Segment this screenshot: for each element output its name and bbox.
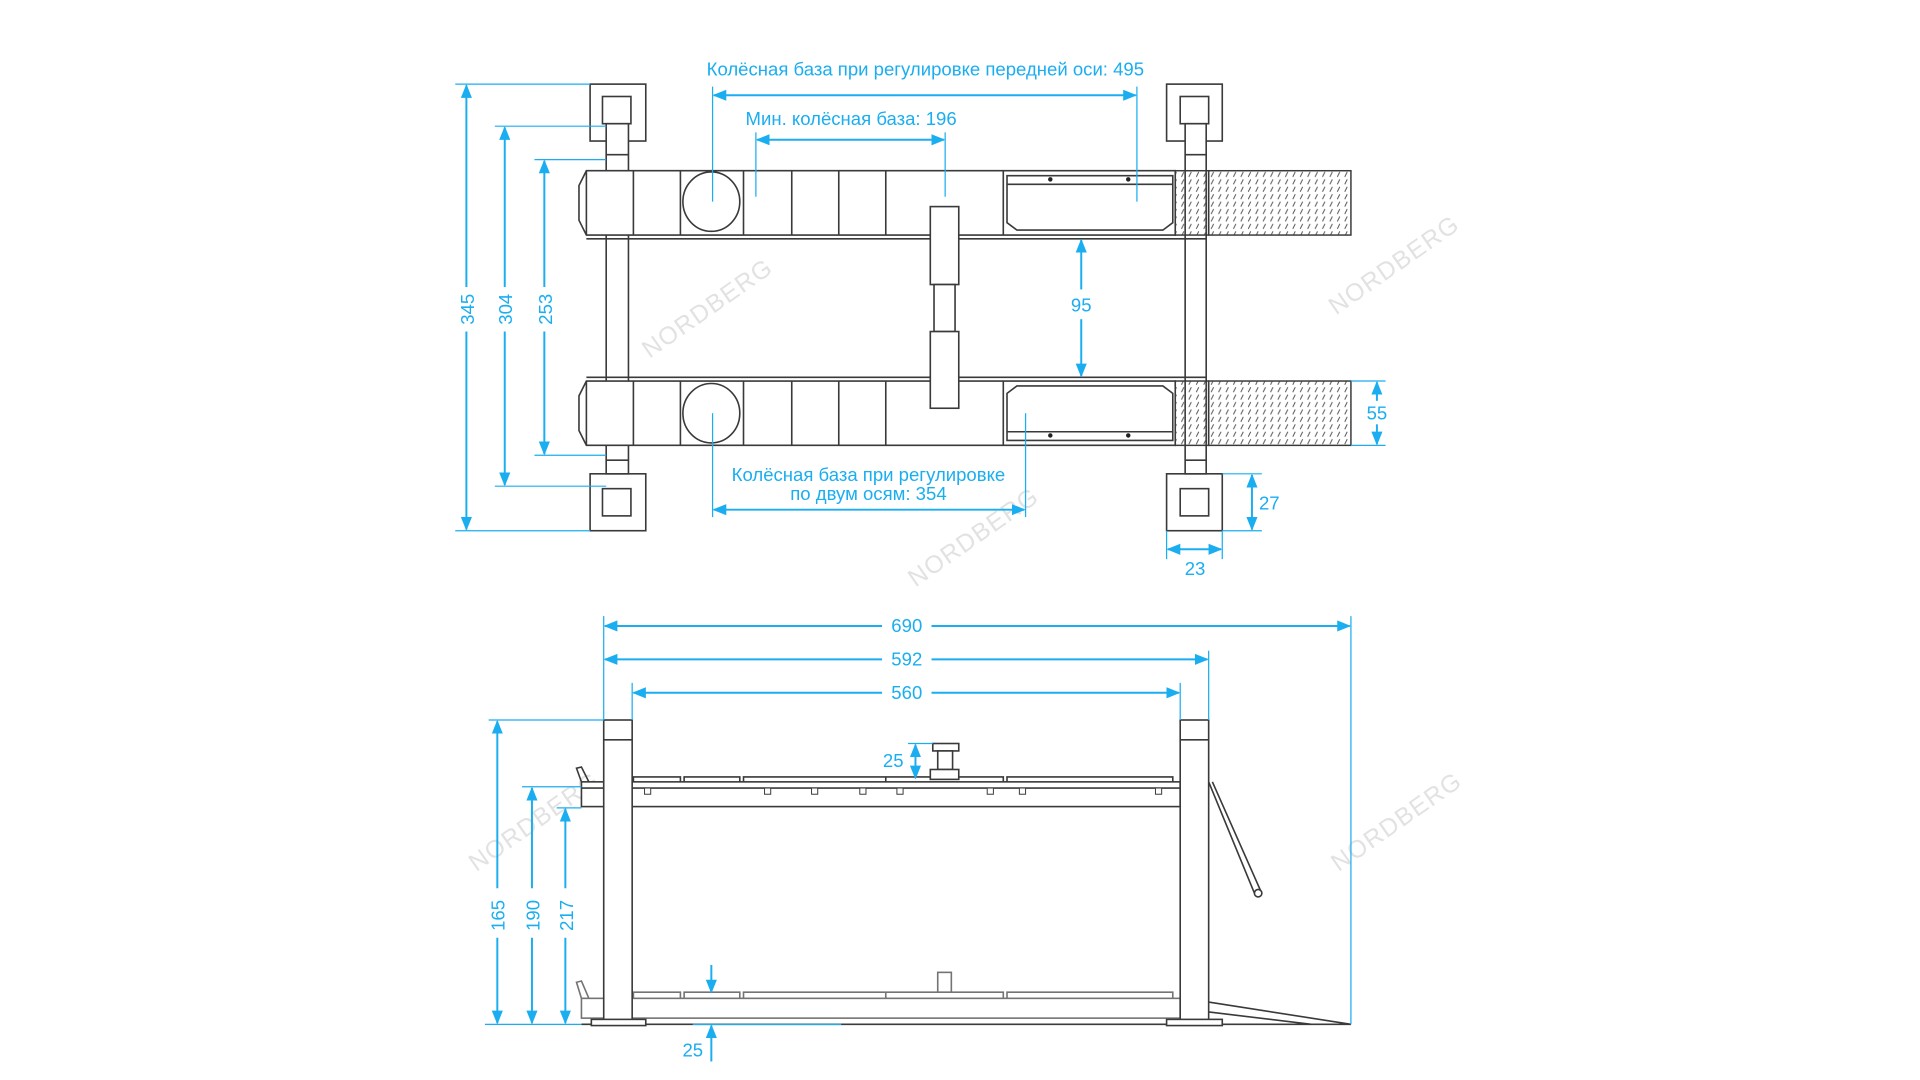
dim-runway-gap: 95 (1071, 295, 1092, 316)
dim-two-axle-wheelbase-2: по двум осям: 354 (790, 483, 946, 504)
support-arm (1207, 781, 1262, 894)
dim-runway-width: 55 (1367, 402, 1388, 423)
dim-overall-length: 690 (891, 615, 922, 636)
ramp-bottom (1207, 380, 1352, 447)
top-view: Колёсная база при регулировке передней о… (455, 58, 1387, 579)
dim-column-height: 165 (488, 900, 509, 931)
dim-front-axle-wheelbase: Колёсная база при регулировке передней о… (707, 58, 1144, 79)
right-column (1179, 719, 1210, 1026)
turntable (682, 171, 741, 233)
dim-base-plate-depth: 27 (1259, 493, 1280, 514)
dim-post-width: 304 (495, 294, 516, 325)
watermark: NORDBERG (637, 254, 778, 364)
dim-max-lift-height-total: 217 (556, 900, 577, 931)
dim-two-axle-wheelbase-1: Колёсная база при регулировке (732, 464, 1006, 485)
upper-platform (575, 766, 1182, 808)
dimensions-top: Колёсная база при регулировке передней о… (455, 58, 1387, 579)
dim-max-lift-height: 190 (522, 900, 543, 931)
watermark: NORDBERG (1327, 767, 1468, 877)
runway-bottom (578, 376, 1352, 447)
dim-post-span-inner: 560 (891, 682, 922, 703)
dim-jack-height: 25 (883, 750, 904, 771)
dim-min-height: 25 (682, 1039, 703, 1060)
dim-overall-width: 345 (457, 294, 478, 325)
dimensions-side: 690 592 560 25 165 190 217 (484, 615, 1352, 1062)
lower-platform (575, 971, 1182, 1019)
dim-post-span-outer: 592 (891, 649, 922, 670)
jack-top-view (929, 205, 960, 410)
dim-runway-outer-width: 253 (535, 294, 556, 325)
runway-top (578, 169, 1352, 240)
left-column (602, 719, 633, 1026)
ramp-top (1207, 169, 1352, 236)
jack-side-view (929, 742, 960, 781)
dim-min-wheelbase: Мин. колёсная база: 196 (746, 108, 957, 129)
base-plates (589, 83, 1224, 532)
dim-base-plate-width: 23 (1185, 558, 1206, 579)
side-view: 690 592 560 25 165 190 217 (484, 615, 1352, 1062)
turntable (682, 382, 741, 444)
